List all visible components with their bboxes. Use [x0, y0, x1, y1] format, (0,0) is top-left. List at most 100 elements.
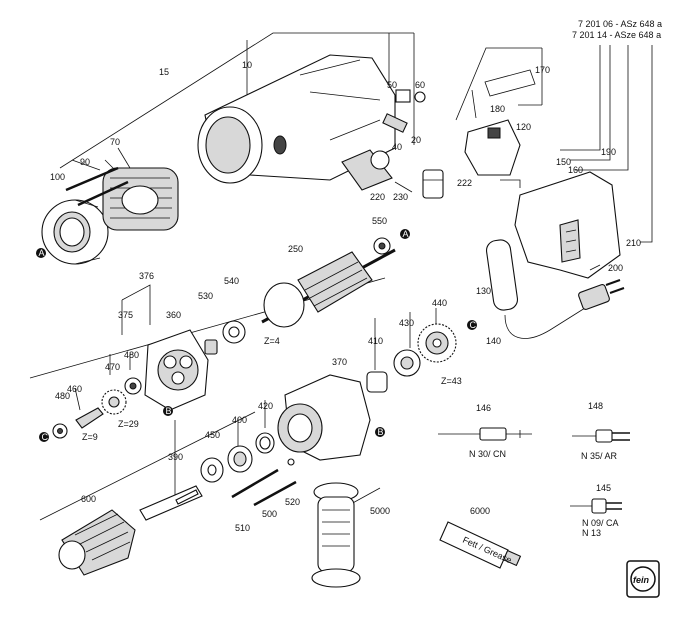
part-480-bearing — [124, 377, 142, 395]
gear-label-z9: Z=9 — [82, 432, 98, 442]
callout-6000: 6000 — [470, 506, 490, 516]
plug-label-n13: N 13 — [582, 528, 601, 538]
callout-60: 60 — [415, 80, 425, 90]
marker-c-right: C — [467, 320, 477, 330]
doc-number-1: 7 201 06 - ASz 648 a — [578, 19, 662, 29]
part-450-washer — [200, 457, 224, 483]
svg-text:C: C — [42, 432, 49, 442]
part-420-ring — [255, 432, 275, 454]
svg-text:B: B — [166, 406, 172, 416]
plug-variant-146 — [438, 427, 532, 441]
part-6000-grease-tube: Fett / Grease — [439, 521, 522, 569]
callout-20: 20 — [411, 135, 421, 145]
callout-150: 150 — [556, 157, 571, 167]
callout-40: 40 — [392, 142, 402, 152]
part-360-gear-flange — [144, 329, 209, 411]
callout-550: 550 — [372, 216, 387, 226]
callout-160: 160 — [568, 165, 583, 175]
callout-70: 70 — [110, 137, 120, 147]
callout-470: 470 — [105, 362, 120, 372]
callout-520: 520 — [285, 497, 300, 507]
marker-b-right: B — [375, 427, 385, 437]
part-470-gear — [101, 389, 127, 415]
callout-500: 500 — [262, 509, 277, 519]
marker-a-right: A — [400, 229, 410, 239]
part-120-switch — [464, 119, 521, 188]
part-70-field-coil — [102, 167, 179, 231]
part-222-capacitor — [422, 169, 444, 199]
callout-140: 140 — [486, 336, 501, 346]
part-510-500-screws — [231, 468, 297, 507]
part-170-switch-clip — [471, 69, 536, 119]
callout-430: 430 — [399, 318, 414, 328]
plug-variant-148 — [572, 429, 630, 443]
gear-label-z4: Z=4 — [264, 336, 280, 346]
part-400-bearing — [227, 445, 253, 473]
plug-label-n30: N 30/ CN — [469, 449, 506, 459]
part-440-gear — [417, 323, 457, 363]
callout-222: 222 — [457, 178, 472, 188]
callout-530: 530 — [198, 291, 213, 301]
part-520-washer — [287, 458, 295, 466]
callout-10: 10 — [242, 60, 252, 70]
part-100-ring — [41, 199, 109, 265]
svg-text:fein: fein — [633, 575, 650, 585]
part-370-gear-housing — [277, 374, 371, 461]
part-410-sleeve — [366, 371, 388, 393]
svg-text:A: A — [39, 248, 45, 258]
callout-510: 510 — [235, 523, 250, 533]
part-480b-bearing — [52, 423, 68, 439]
svg-text:B: B — [378, 427, 384, 437]
gear-label-z29: Z=29 — [118, 419, 139, 429]
callout-600: 600 — [81, 494, 96, 504]
callout-130: 130 — [476, 286, 491, 296]
callout-390: 390 — [168, 452, 183, 462]
callout-250: 250 — [288, 244, 303, 254]
callout-5000: 5000 — [370, 506, 390, 516]
callout-450: 450 — [205, 430, 220, 440]
callout-375: 375 — [118, 310, 133, 320]
callout-200: 200 — [608, 263, 623, 273]
fein-logo: fein — [626, 560, 660, 598]
callout-50: 50 — [387, 80, 397, 90]
callout-145: 145 — [596, 483, 611, 493]
part-90-screws — [65, 166, 129, 207]
part-5000-aux-handle — [311, 482, 361, 588]
gear-label-z43: Z=43 — [441, 376, 462, 386]
callout-540: 540 — [224, 276, 239, 286]
callout-190: 190 — [601, 147, 616, 157]
callout-480a: 480 — [124, 350, 139, 360]
callout-180: 180 — [490, 104, 505, 114]
part-10-motor-housing — [197, 54, 396, 184]
svg-text:C: C — [470, 320, 477, 330]
callout-440: 440 — [432, 298, 447, 308]
callout-230: 230 — [393, 192, 408, 202]
callout-376: 376 — [139, 271, 154, 281]
part-220-230-brush-holders — [341, 149, 413, 193]
part-50-60-brushes — [382, 89, 426, 133]
callout-370: 370 — [332, 357, 347, 367]
callout-146: 146 — [476, 403, 491, 413]
part-460-pinion-shaft — [75, 407, 104, 429]
part-600-chuck — [58, 509, 136, 576]
doc-number-2: 7 201 14 - ASze 648 a — [572, 30, 661, 40]
callout-100: 100 — [50, 172, 65, 182]
callout-360: 360 — [166, 310, 181, 320]
part-190-handle — [514, 171, 621, 279]
part-550-bearing — [373, 237, 391, 255]
marker-c-left: C — [39, 432, 49, 442]
callout-170: 170 — [535, 65, 550, 75]
part-540-530-bearings — [204, 320, 246, 355]
callout-400: 400 — [232, 415, 247, 425]
callout-210: 210 — [626, 238, 641, 248]
callout-15: 15 — [159, 67, 169, 77]
callout-220: 220 — [370, 192, 385, 202]
callout-460: 460 — [67, 384, 82, 394]
marker-a-left: A — [36, 248, 46, 258]
part-130-140-cord — [485, 239, 625, 339]
plug-label-n09: N 09/ CA — [582, 518, 619, 528]
part-430-bearing — [393, 349, 421, 377]
marker-b-left: B — [163, 406, 173, 416]
callout-480b: 480 — [55, 391, 70, 401]
plug-variant-145 — [570, 498, 622, 514]
